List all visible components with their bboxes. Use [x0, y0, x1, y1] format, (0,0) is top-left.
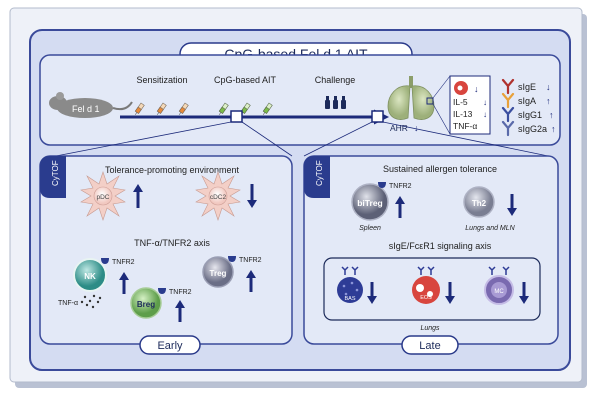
tnfa-label: TNF-α [58, 300, 78, 307]
antibody-igg2a-label: sIgG2a [518, 124, 547, 134]
early-cytof-label: CyTOF [51, 160, 60, 186]
basophil-cell-icon [337, 266, 363, 303]
treg-cell-icon [202, 256, 234, 288]
nk-up-arrow-icon [119, 272, 129, 294]
zoom-box-early [230, 110, 243, 123]
bitreg-up-arrow-icon [395, 196, 405, 218]
antibody-igg2a-icon [501, 120, 515, 137]
antibody-iga-icon [501, 92, 515, 109]
eosinophil-down-arrow-icon [445, 282, 455, 304]
cytokine-il5: IL-5 [453, 97, 468, 107]
mast-cell-down-arrow-icon [519, 282, 529, 304]
cdc2-down-arrow-icon [247, 184, 257, 208]
signaling-axis-box [323, 257, 541, 321]
th2-down-arrow-icon [507, 194, 517, 216]
late-phase-label: Late [419, 340, 440, 352]
mast-cell-label: MC [494, 289, 504, 295]
late-cytof-label: CyTOF [315, 160, 324, 186]
top-panel [39, 54, 561, 146]
cdc2-cell-icon [195, 171, 241, 221]
breg-up-arrow-icon [175, 300, 185, 322]
iga-up-arrow: ↑ [546, 96, 551, 106]
early-subheading: TNF-α/TNFR2 axis [134, 238, 210, 248]
step-challenge: Challenge [315, 75, 356, 85]
antibody-iga-label: sIgA [518, 96, 536, 106]
th2-label: Th2 [472, 199, 487, 208]
zoom-box-late [371, 110, 384, 123]
ige-down-arrow: ↓ [546, 82, 551, 92]
pdc-up-arrow-icon [133, 184, 143, 208]
eosinophil-small-icon [454, 81, 468, 95]
early-cytof-badge [40, 156, 66, 198]
step-sensitization: Sensitization [136, 75, 187, 85]
cytokine-tnfa: TNF-α [453, 121, 477, 131]
mouse-icon [49, 92, 133, 118]
early-heading: Tolerance-promoting environment [105, 165, 240, 175]
lung-readout-box [449, 75, 491, 135]
cytokine-il13: IL-13 [453, 109, 473, 119]
early-phase-pill [139, 335, 201, 355]
syringe-sensitization-icon [134, 102, 189, 115]
treg-up-arrow-icon [246, 270, 256, 292]
nk-label: NK [84, 272, 96, 281]
step-cpg-ait: CpG-based AIT [214, 75, 277, 85]
tnfa-particles-icon [80, 294, 102, 309]
late-heading: Sustained allergen tolerance [383, 164, 497, 174]
igg1-up-arrow: ↑ [549, 110, 554, 120]
antibody-igg1-icon [501, 106, 515, 123]
eosinophil-cell-icon [412, 266, 440, 304]
antibody-ige-icon [501, 78, 515, 95]
treg-label: Treg [210, 269, 227, 278]
zoom-line-late-right [382, 121, 549, 157]
zoom-line-late-left [303, 121, 373, 157]
early-phase-label: Early [157, 340, 183, 352]
il13-down-arrow: ↓ [483, 110, 487, 119]
lungs-mln-label: Lungs and MLN [465, 225, 515, 232]
lung-zoom-line-top [432, 75, 451, 99]
challenge-vial-icon [325, 96, 346, 109]
nk-tnfr2-receptor-icon [101, 258, 109, 264]
antibody-ige-label: sIgE [518, 82, 536, 92]
nk-cell-icon [73, 258, 107, 292]
cdc2-label: cDC2 [210, 194, 227, 201]
ahr-down-arrow: ↓ [414, 123, 419, 133]
early-panel [39, 155, 293, 345]
breg-tnfr2-receptor-icon [158, 288, 166, 294]
antibody-igg1-label: sIgG1 [518, 110, 542, 120]
bitreg-tnfr2-receptor-icon [378, 182, 386, 188]
treg-tnfr2-receptor-icon [228, 256, 236, 262]
lung-zoom-box [426, 97, 434, 105]
breg-label: Breg [137, 300, 155, 309]
basophil-down-arrow-icon [367, 282, 377, 304]
late-cytof-badge [304, 156, 330, 198]
th2-cell-icon [463, 186, 495, 218]
bitreg-tnfr2-label: TNFR2 [389, 183, 412, 190]
eosinophil-label: EOS [420, 295, 432, 301]
mast-cell-icon [484, 266, 514, 305]
pdc-cell-icon [80, 171, 126, 221]
breg-tnfr2-label: TNFR2 [169, 289, 192, 296]
lung-zoom-line-bottom [432, 103, 451, 135]
spleen-label: Spleen [359, 225, 381, 232]
allergen-label: Fel d 1 [72, 104, 100, 114]
late-subheading: sIgE/FcεR1 signaling axis [389, 241, 492, 251]
breg-cell-icon [130, 287, 162, 319]
igg2a-up-arrow: ↑ [551, 124, 556, 134]
il5-down-arrow: ↓ [483, 98, 487, 107]
basophil-label: BAS [344, 296, 355, 302]
lungs-icon [387, 76, 435, 120]
bitreg-cell-icon [351, 183, 389, 221]
treg-tnfr2-label: TNFR2 [239, 257, 262, 264]
pdc-label: pDC [96, 194, 109, 201]
lungs-label: Lungs [420, 325, 440, 332]
late-phase-pill [401, 335, 459, 355]
eos-down-arrow: ↓ [474, 84, 479, 94]
bitreg-label: biTreg [357, 198, 383, 208]
ahr-label: AHR [390, 123, 408, 133]
zoom-line-early-right [241, 121, 293, 157]
zoom-line-early-left [55, 121, 232, 157]
nk-tnfr2-label: TNFR2 [112, 259, 135, 266]
